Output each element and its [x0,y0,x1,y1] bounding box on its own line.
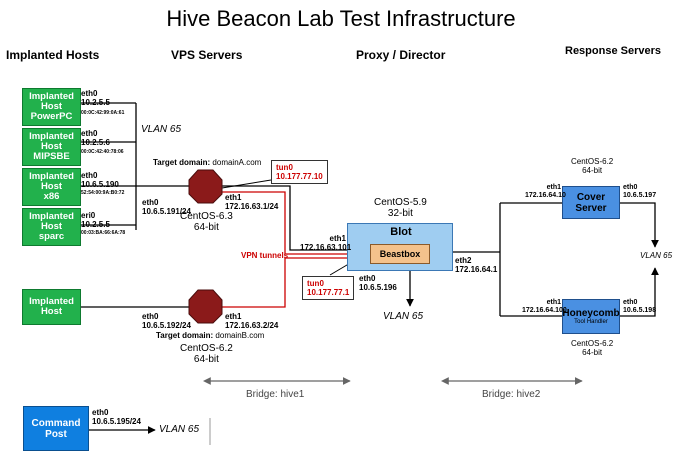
vpn-tunnel-a [222,191,347,255]
vps-a-eth1: eth1 172.16.63.1/24 [225,193,279,211]
blot-eth0: eth0 10.6.5.196 [359,274,397,292]
implanted-hosts-header: Implanted Hosts [6,48,100,62]
honeycomb-eth1: eth1 172.16.64.100 [522,299,567,314]
cover-server: Cover Server [562,186,620,219]
honeycomb-sub: Tool Handler [574,318,608,325]
host-mipsbe-iface: eth0 10.2.5.6 [81,129,110,147]
blot-tun0: tun0 10.177.77.1 [302,276,355,300]
cover-os: CentOS-6.2 64-bit [571,157,614,175]
vps-a-tun0: tun0 10.177.77.10 [271,160,328,184]
blot-eth2: eth2 172.16.64.1 [455,256,498,274]
honeycomb-server: Honeycomb Tool Handler [562,299,620,334]
vps-b-octagon [188,289,223,324]
cover-eth1: eth1 172.16.64.10 [525,184,566,199]
implanted-host-powerpc: Implanted Host PowerPC [22,88,81,126]
host-powerpc-iface: eth0 10.2.5.5 [81,89,110,107]
beastbox: Beastbox [370,244,430,264]
host-x86-iface: eth0 10.6.5.190 [81,171,119,189]
cover-eth0: eth0 10.6.5.197 [623,184,657,199]
implanted-host-mipsbe: Implanted Host MIPSBE [22,128,81,166]
vps-a-target-domain: Target domain: domainA.com [153,158,262,167]
implanted-host-x86: Implanted Host x86 [22,168,81,206]
host-mipsbe-mac: 00:0C:42:40:78:06 [81,149,124,155]
proxy-director-header: Proxy / Director [356,48,446,62]
vps-a-eth0: eth0 10.6.5.191/24 [142,198,191,216]
vlan65-label-response: VLAN 65 [640,251,673,260]
bridge-hive2-label: Bridge: hive2 [482,389,541,400]
blot-os: CentOS-5.9 32-bit [374,197,427,219]
host-sparc-iface: eri0 10.2.5.5 [81,211,110,229]
vps-b-eth0: eth0 10.6.5.192/24 [142,312,191,330]
vlan65-label-blot: VLAN 65 [383,311,424,322]
host-powerpc-mac: 00:0C:42:99:0A:61 [81,110,125,116]
vps-b-eth1: eth1 172.16.63.2/24 [225,312,279,330]
honeycomb-os: CentOS-6.2 64-bit [571,339,614,357]
vps-b-os: CentOS-6.2 64-bit [180,343,233,365]
honeycomb-label: Honeycomb [562,307,620,319]
implanted-host-2: Implanted Host [22,289,81,325]
vps-servers-header: VPS Servers [171,48,243,62]
vps-a-to-blot-line [222,185,347,251]
vpn-tunnels-label: VPN tunnels [241,251,289,260]
blot-server: Blot Beastbox [347,223,453,271]
honeycomb-eth0: eth0 10.6.5.198 [623,299,657,314]
command-post-eth0: eth0 10.6.5.195/24 [92,408,141,426]
host-sparc-mac: 00:03:BA:66:6A:78 [81,230,126,236]
diagram-title: Hive Beacon Lab Test Infrastructure [166,6,516,31]
implanted-host-sparc: Implanted Host sparc [22,208,81,246]
vps-a-os: CentOS-6.3 64-bit [180,211,233,233]
command-post: Command Post [23,406,89,451]
vlan65-label-command: VLAN 65 [159,424,200,435]
vps-a-octagon [188,169,223,204]
vlan65-label-hosts: VLAN 65 [141,124,182,135]
response-servers-header: Response Servers [565,45,661,57]
vps-b-target-domain: Target domain: domainB.com [156,331,265,340]
host-x86-mac: 52:54:00:9A:B0:72 [81,190,125,196]
blot-label: Blot [390,226,412,238]
blot-eth1: eth1 172.16.63.101 [300,234,352,252]
bridge-hive1-label: Bridge: hive1 [246,389,305,400]
vpn-tunnel-b [222,257,347,308]
